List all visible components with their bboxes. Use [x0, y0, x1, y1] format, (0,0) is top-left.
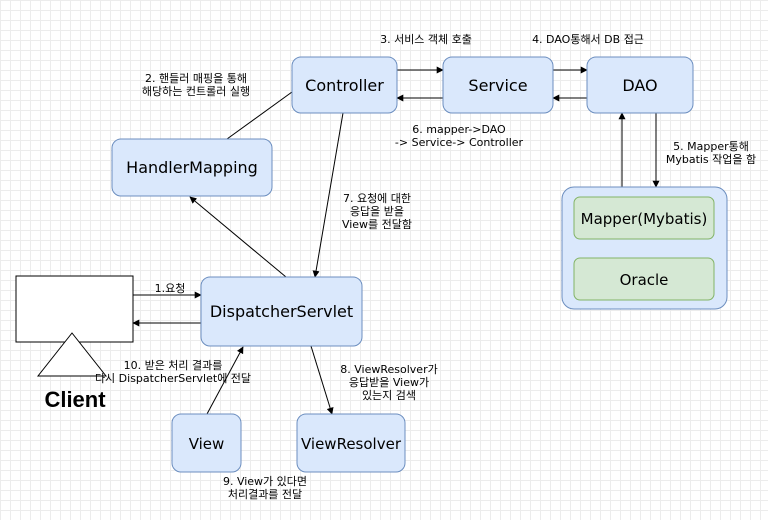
node-mapper[interactable]: Mapper(Mybatis): [573, 196, 715, 240]
client-label: Client: [44, 387, 106, 412]
node-view[interactable]: View: [171, 413, 242, 473]
label-step1-line: 1.요청: [155, 282, 186, 295]
oracle-label: Oracle: [620, 271, 669, 289]
label-step9-line: 9. View가 있다면: [223, 475, 307, 488]
node-dispatcher-servlet[interactable]: DispatcherServlet: [200, 276, 363, 347]
label-step9-line: 처리결과를 전달: [228, 488, 302, 501]
label-step7-line: 7. 요청에 대한: [343, 192, 411, 205]
label-step8-line: 8. ViewResolver가: [340, 363, 437, 376]
node-dao[interactable]: DAO: [586, 56, 694, 114]
label-step10-line: 다시 DispatcherServlet에 전달: [95, 372, 251, 385]
client-box: [15, 275, 134, 343]
label-step7-line: 응답을 받을: [350, 205, 404, 218]
node-client[interactable]: Client: [15, 275, 134, 412]
node-view-resolver[interactable]: ViewResolver: [296, 413, 406, 473]
node-service[interactable]: Service: [442, 56, 554, 114]
dao-label: DAO: [622, 76, 657, 95]
view-label: View: [189, 435, 225, 453]
label-step8-line: 응답받을 View가: [349, 376, 429, 389]
label-step7-line: View를 전달함: [342, 218, 412, 231]
label-step3-line: 3. 서비스 객체 호출: [380, 33, 472, 46]
handler-mapping-label: HandlerMapping: [126, 158, 258, 177]
mapper-label: Mapper(Mybatis): [581, 210, 708, 228]
service-label: Service: [468, 76, 527, 95]
label-step1: 1.요청: [155, 282, 186, 295]
label-step5-line: 5. Mapper통해: [673, 139, 749, 153]
edge-dispatcher-to-viewresolver: [310, 345, 334, 415]
label-step4-line: 4. DAO통해서 DB 접근: [532, 32, 644, 46]
label-step10-line: 10. 받은 처리 결과를: [124, 359, 223, 372]
label-step4: 4. DAO통해서 DB 접근: [532, 32, 644, 46]
edge-controller-to-dispatcher: [312, 112, 344, 278]
label-step2-line: 2. 핸들러 매핑을 통해: [145, 71, 247, 85]
label-step6-line: 6. mapper->DAO: [412, 123, 506, 136]
label-step8-line: 있는지 검색: [362, 389, 416, 402]
view-resolver-label: ViewResolver: [301, 435, 402, 453]
edge-dispatcher-to-handlermapping: [189, 196, 287, 278]
label-step3: 3. 서비스 객체 호출: [380, 33, 472, 46]
label-step6-line: -> Service-> Controller: [395, 136, 524, 149]
client-triangle-icon: [36, 332, 108, 377]
controller-label: Controller: [305, 76, 384, 95]
node-database-group[interactable]: Mapper(Mybatis) Oracle: [561, 186, 728, 310]
label-step6: 6. mapper->DAO-> Service-> Controller: [395, 123, 524, 149]
dispatcher-servlet-label: DispatcherServlet: [210, 302, 353, 321]
edge-handlermapping-to-controller: [226, 91, 293, 140]
node-oracle[interactable]: Oracle: [573, 257, 715, 301]
edge-view-to-dispatcher: [206, 346, 244, 415]
label-step5-line: Mybatis 작업을 함: [666, 153, 756, 166]
edges: [132, 66, 660, 415]
node-controller[interactable]: Controller: [291, 56, 398, 114]
label-step2-line: 해당하는 컨트롤러 실행: [142, 84, 250, 98]
node-handler-mapping[interactable]: HandlerMapping: [111, 138, 273, 197]
